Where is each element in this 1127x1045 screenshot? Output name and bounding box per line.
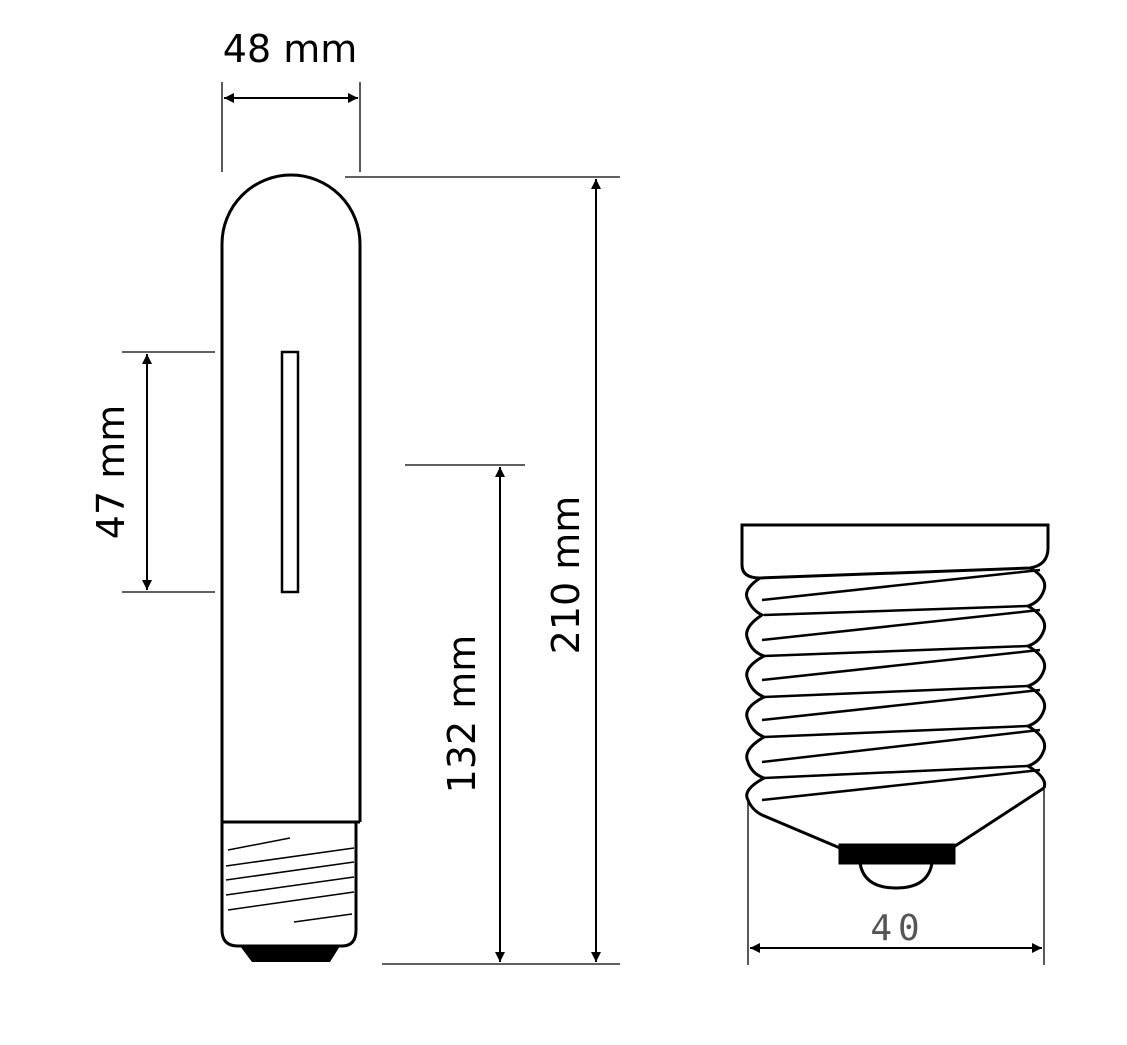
base-taper [761, 786, 1045, 850]
overall-length-label: 210 mm [544, 496, 588, 655]
arc-length-label: 47 mm [89, 405, 133, 539]
base-thread-left [745, 576, 768, 817]
diameter-label: 48 mm [223, 27, 357, 71]
base-thread-right [1024, 566, 1047, 789]
light-center-label: 132 mm [440, 635, 484, 794]
base-thread-lines [761, 568, 1041, 802]
dimension-lines [122, 82, 620, 965]
base-width-label: 40 [870, 908, 925, 949]
base-contact [858, 862, 934, 890]
base-flange [740, 523, 1050, 580]
lamp-base [220, 822, 358, 948]
base-detail-view [740, 523, 1050, 890]
lamp-contact [240, 946, 340, 962]
lamp-side-view [220, 173, 362, 962]
lamp-base-thread [225, 837, 355, 923]
base-insulator [838, 843, 956, 865]
lamp-bulb [220, 173, 362, 822]
base-width-dimension [747, 788, 1045, 965]
arc-tube [280, 350, 300, 594]
